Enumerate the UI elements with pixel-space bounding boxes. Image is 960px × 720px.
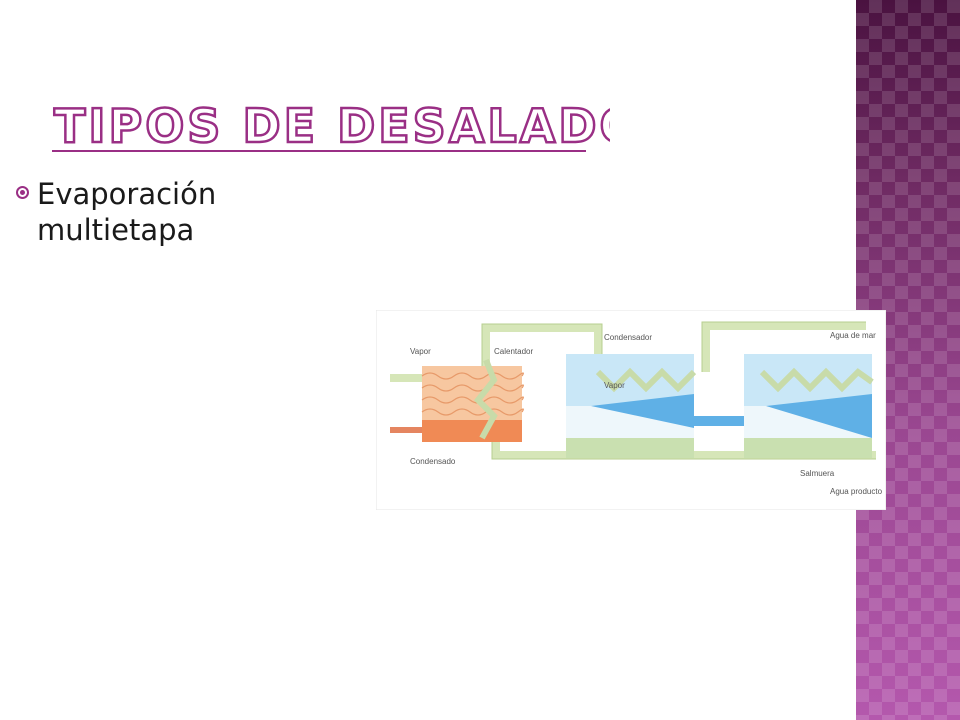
- desalination-diagram-svg: Vapor Calentador Condensador Vapor Agua …: [376, 310, 886, 510]
- label-sea-water: Agua de mar: [830, 331, 876, 340]
- slide-title-text: TIPOS DE DESALADORAS: [54, 99, 610, 153]
- label-vapor-chamber: Vapor: [604, 381, 625, 390]
- heater-coil: [473, 358, 498, 440]
- stage-1-condenser-coil: [595, 367, 697, 393]
- bullet-item: Evaporación multietapa: [16, 176, 356, 248]
- pipe-top-right-outline: [701, 321, 866, 372]
- stage-1-base: [566, 438, 694, 458]
- label-condenser: Condensador: [604, 333, 652, 342]
- desalination-diagram: Vapor Calentador Condensador Vapor Agua …: [376, 310, 886, 510]
- stage-1-water: [591, 394, 694, 428]
- stage-2-condenser-coil: [759, 367, 874, 393]
- decorative-side-band: [856, 0, 960, 720]
- evaporation-stage-1: [566, 354, 697, 458]
- pipe-condensate-out: [390, 427, 422, 433]
- bullet-icon: [16, 186, 29, 199]
- heater-unit: [421, 358, 524, 442]
- pipe-top-right: [702, 322, 866, 372]
- bullet-list: Evaporación multietapa: [16, 176, 356, 248]
- label-brine: Salmuera: [800, 469, 835, 478]
- label-heater: Calentador: [494, 347, 533, 356]
- label-product-water: Agua producto: [830, 487, 883, 496]
- slide-title-graphic: TIPOS DE DESALADORAS: [52, 98, 610, 154]
- heater-waves: [421, 372, 524, 416]
- evaporation-stage-2: [744, 354, 874, 458]
- label-vapor-in: Vapor: [410, 347, 431, 356]
- bullet-text: Evaporación multietapa: [37, 177, 217, 247]
- stage-2-base: [744, 438, 872, 458]
- slide-title: TIPOS DE DESALADORAS: [50, 94, 610, 154]
- stage-2-water: [766, 394, 872, 438]
- water-transfer-pipe: [694, 416, 744, 426]
- label-condensate: Condensado: [410, 457, 456, 466]
- heater-lower: [422, 420, 522, 442]
